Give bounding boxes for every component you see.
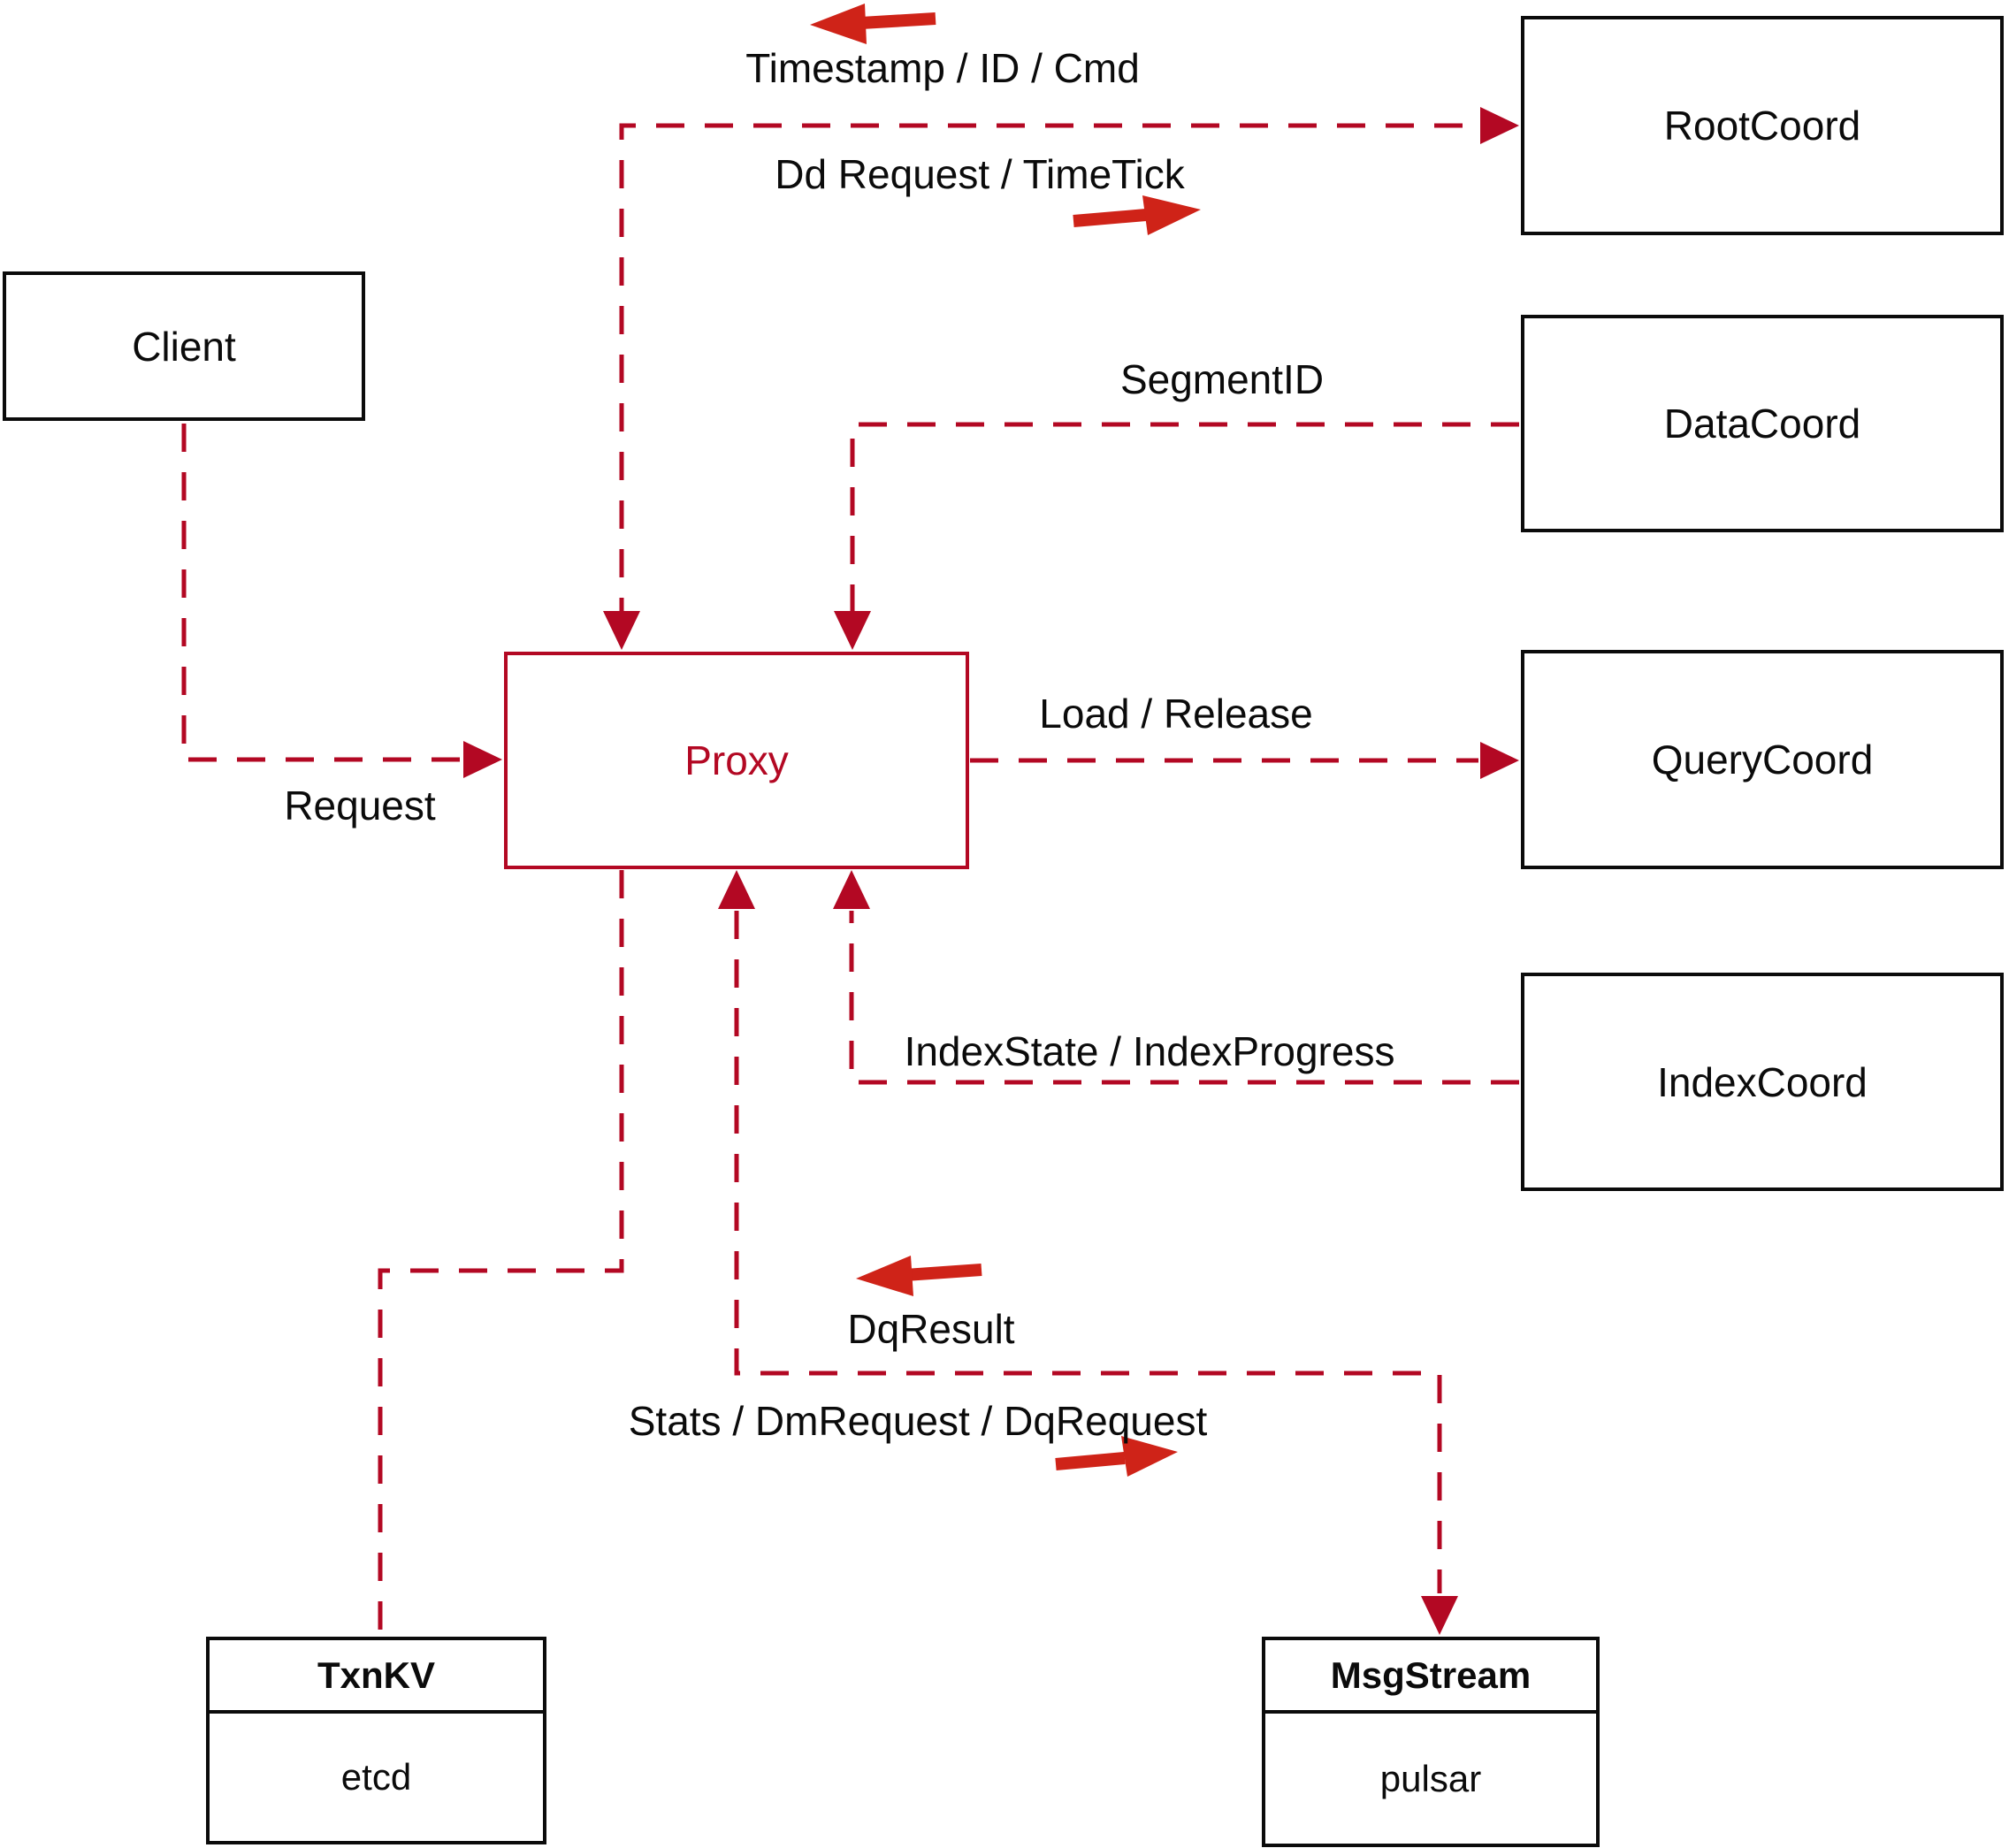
node-msgstream-subtitle: pulsar xyxy=(1379,1757,1482,1799)
edge-label-segment-id: SegmentID xyxy=(1119,356,1325,402)
edge-label-load-release: Load / Release xyxy=(1039,691,1313,737)
edge-label-timestamp-id-cmd: Timestamp / ID / Cmd xyxy=(745,45,1140,91)
node-msgstream: MsgStream pulsar xyxy=(1262,1637,1600,1847)
arrowhead-into-proxy-bottom-left-icon xyxy=(718,870,755,909)
arrowhead-into-proxy-top-right-icon xyxy=(834,611,871,650)
arrowhead-into-proxy-left-icon xyxy=(463,741,502,778)
edge-datacoord-proxy xyxy=(834,422,1519,650)
node-indexcoord-label: IndexCoord xyxy=(1657,1058,1868,1105)
direction-arrow-right-ddrequest-icon xyxy=(1073,195,1201,235)
direction-arrow-left-timestamp-icon xyxy=(810,4,936,44)
node-proxy: Proxy xyxy=(504,652,969,869)
edge-proxy-txnkv xyxy=(378,870,624,1635)
arrowhead-into-querycoord-icon xyxy=(1480,742,1519,779)
edge-label-stats-dm-dq-request: Stats / DmRequest / DqRequest xyxy=(628,1398,1208,1444)
node-msgstream-title: MsgStream xyxy=(1265,1640,1596,1714)
node-client-label: Client xyxy=(132,323,236,370)
arrowhead-into-rootcoord-icon xyxy=(1480,107,1519,144)
arrowhead-into-msgstream-icon xyxy=(1421,1596,1458,1635)
edge-label-dq-result: DqResult xyxy=(847,1306,1015,1352)
node-txnkv-title: TxnKV xyxy=(210,1640,543,1714)
node-client: Client xyxy=(3,271,365,421)
edge-label-request: Request xyxy=(284,783,436,829)
node-querycoord-label: QueryCoord xyxy=(1651,737,1874,783)
node-rootcoord-label: RootCoord xyxy=(1663,103,1861,149)
node-datacoord-label: DataCoord xyxy=(1663,401,1861,447)
node-rootcoord: RootCoord xyxy=(1521,16,2004,235)
arrowhead-into-proxy-top-left-icon xyxy=(603,611,640,650)
edge-proxy-rootcoord xyxy=(603,107,1519,650)
node-querycoord: QueryCoord xyxy=(1521,650,2004,869)
node-datacoord: DataCoord xyxy=(1521,315,2004,532)
node-indexcoord: IndexCoord xyxy=(1521,973,2004,1191)
direction-arrow-left-dqresult-icon xyxy=(856,1256,982,1296)
edge-client-proxy xyxy=(181,424,502,778)
edge-proxy-msgstream xyxy=(718,870,1458,1635)
edge-indexcoord-proxy xyxy=(833,870,1519,1085)
edge-proxy-querycoord xyxy=(970,742,1519,779)
edge-label-index-state-progress: IndexState / IndexProgress xyxy=(904,1028,1395,1074)
edge-label-dd-request-timetick: Dd Request / TimeTick xyxy=(775,151,1185,197)
node-txnkv-subtitle: etcd xyxy=(340,1756,412,1798)
node-proxy-label: Proxy xyxy=(684,737,789,783)
node-txnkv: TxnKV etcd xyxy=(206,1637,546,1844)
direction-arrow-right-stats-icon xyxy=(1055,1436,1178,1477)
arrowhead-into-proxy-bottom-right-icon xyxy=(833,870,870,909)
